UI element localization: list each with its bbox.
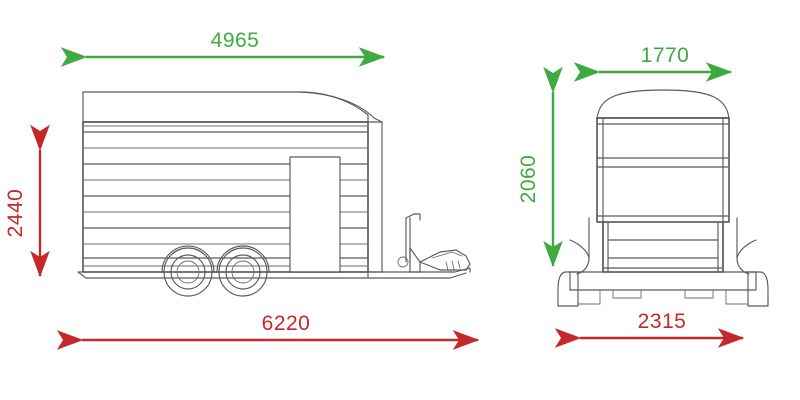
front-upper-body xyxy=(596,117,730,223)
fender-right-arc xyxy=(736,239,757,259)
side-door-panel xyxy=(289,156,341,273)
side-roof-cap xyxy=(82,91,369,123)
dim-label-2440: 2440 xyxy=(4,189,27,238)
front-ramp-door xyxy=(602,221,724,273)
coupler-ribs xyxy=(445,260,461,271)
dim-label-6220: 6220 xyxy=(262,312,311,335)
side-front-post xyxy=(367,121,383,273)
front-wheel-right xyxy=(747,271,769,307)
fender-left-arc xyxy=(569,239,590,259)
side-wheel-front xyxy=(161,245,215,297)
coupler-handle xyxy=(431,251,463,259)
front-wheel-left xyxy=(557,271,579,307)
hub-front xyxy=(176,260,200,284)
dim-label-2060: 2060 xyxy=(517,155,540,204)
side-wheel-rear xyxy=(216,245,270,297)
hub-rear xyxy=(231,260,255,284)
fender-left xyxy=(576,217,590,275)
tire-inner-rear xyxy=(225,254,261,290)
jack-bracket xyxy=(409,247,421,273)
side-jack-stand xyxy=(397,213,421,273)
side-coupler xyxy=(419,249,471,271)
frame-foot-right xyxy=(725,289,749,305)
tire-outer-front xyxy=(163,247,213,297)
dimension-interior-width: 1770 xyxy=(573,44,733,82)
tire-outer-rear xyxy=(218,247,268,297)
front-roof-curve xyxy=(596,89,730,119)
coupler-body xyxy=(419,249,471,271)
front-base-frame xyxy=(569,271,757,291)
frame-notch-right xyxy=(684,289,714,299)
fender-arc-rear xyxy=(216,245,270,273)
dim-label-1770: 1770 xyxy=(641,44,690,67)
dim-label-4965: 4965 xyxy=(211,29,260,52)
side-view-group xyxy=(77,91,471,297)
side-chassis-rail-bottom xyxy=(367,272,467,279)
dimension-overall-length: 6220 xyxy=(56,312,480,350)
dimension-overall-width: 2315 xyxy=(554,310,745,348)
side-nose-curve xyxy=(299,91,383,123)
dimension-interior-height: 2060 xyxy=(517,66,563,268)
side-rail-corner xyxy=(77,271,87,279)
tire-inner-front xyxy=(170,254,206,290)
front-view-group xyxy=(557,89,769,307)
frame-foot-left xyxy=(577,289,601,305)
dim-label-2315: 2315 xyxy=(638,310,687,333)
frame-notch-left xyxy=(612,289,642,299)
dimension-body-height: 2440 xyxy=(4,124,50,278)
jack-crank-handle xyxy=(405,213,421,221)
jockey-wheel xyxy=(397,256,409,268)
dimension-body-length: 4965 xyxy=(60,29,386,67)
side-floor-rail xyxy=(77,271,369,279)
fender-arc-front xyxy=(161,245,215,273)
fender-right xyxy=(736,217,750,275)
